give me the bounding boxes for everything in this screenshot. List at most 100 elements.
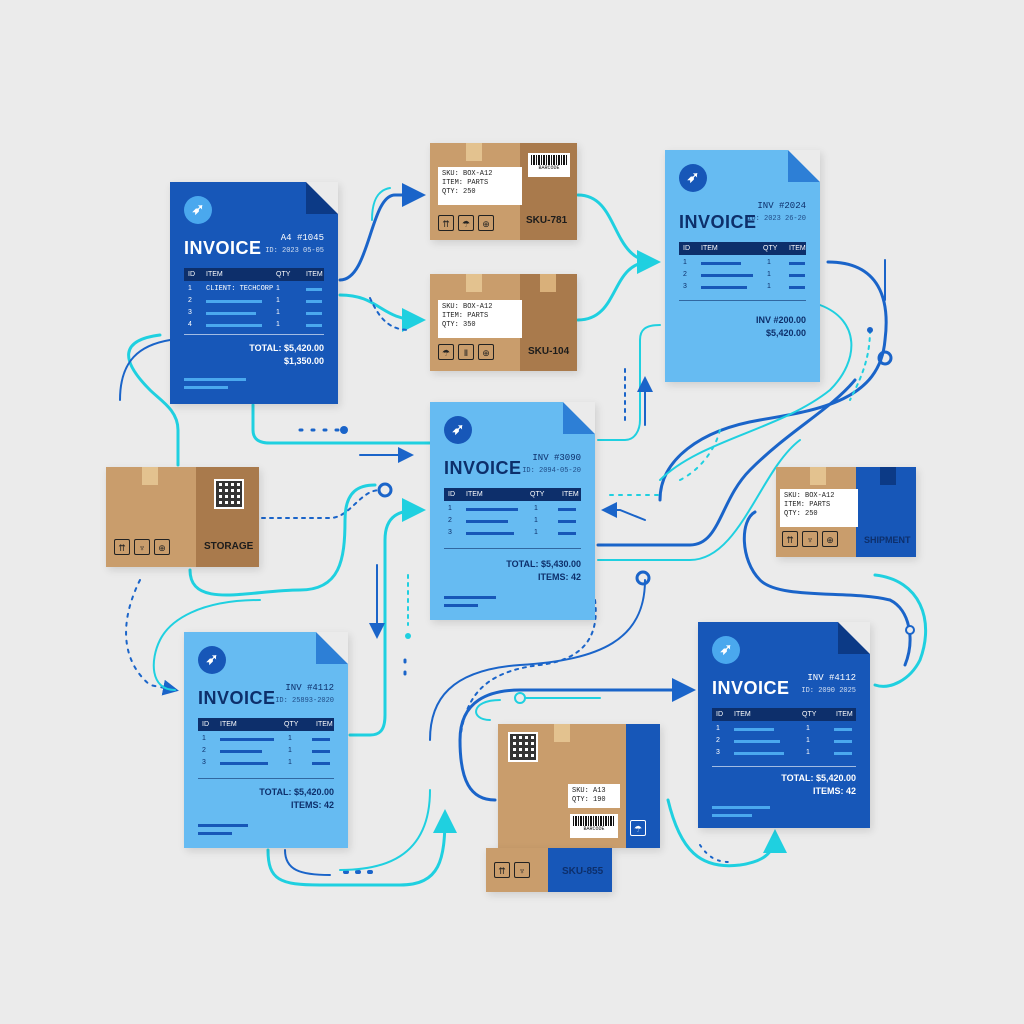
invoice-number: INV #4112 ID: 2090 2025 — [801, 673, 856, 695]
flow-line — [596, 378, 857, 547]
flow-node — [905, 625, 915, 635]
logo-icon: ➶ — [712, 636, 740, 664]
globe-icon: ⊕ — [478, 215, 494, 231]
invoice-totals: TOTAL: $5,420.00 ITEMS: 42 — [259, 787, 334, 810]
invoice-title: INVOICE — [198, 688, 276, 708]
flow-line — [119, 339, 171, 401]
invoice-bottom-right[interactable]: ➶ INVOICE INV #4112 ID: 2090 2025 ID ITE… — [698, 622, 870, 828]
logo-icon: ➶ — [679, 164, 707, 192]
flow-line — [127, 333, 180, 467]
flow-line — [125, 579, 179, 696]
globe-icon: ⊕ — [478, 344, 494, 360]
invoice-center[interactable]: ➶ INVOICE INV #3090 ID: 2094-05-20 ID IT… — [430, 402, 595, 620]
invoice-totals: TOTAL: $5,420.00 $1,350.00 — [249, 343, 324, 366]
invoice-title: INVOICE — [444, 458, 522, 478]
storage-box[interactable]: STORAGE ⇈ ♆ ⊕ — [106, 467, 259, 567]
table-header: ID ITEM QTY ITEM — [712, 708, 856, 721]
barcode: BARCODE — [570, 814, 618, 838]
qr-code — [214, 479, 244, 509]
invoice-number: A4 #1045 ID: 2023 05-05 — [265, 233, 324, 255]
globe-icon: ⊕ — [154, 539, 170, 555]
umbrella-icon: ☂ — [458, 215, 474, 231]
flow-line — [459, 599, 597, 741]
flow-line — [576, 193, 661, 274]
invoice-number: INV #2024 ID: 2023 26-20 — [747, 201, 806, 223]
flow-line — [266, 809, 457, 887]
this-way-up-icon: ⇈ — [782, 531, 798, 547]
flow-line — [339, 789, 431, 871]
fragile-icon: ♆ — [134, 539, 150, 555]
globe-icon: ⊕ — [822, 531, 838, 547]
flow-node — [635, 570, 651, 586]
table-header: ID ITEM QTY ITEM — [184, 268, 324, 281]
flow-node — [405, 633, 411, 639]
invoice-top-left[interactable]: ➶ INVOICE A4 #1045 ID: 2023 05-05 ID ITE… — [170, 182, 338, 404]
flow-node — [377, 482, 393, 498]
logo-icon: ➶ — [444, 416, 472, 444]
invoice-number: INV #4112 ID: 25893-2020 — [275, 683, 334, 705]
umbrella-icon: ☂ — [438, 344, 454, 360]
sku-label: SKU-855 — [562, 866, 604, 877]
flow-node — [877, 350, 893, 366]
barcode: BARCODE — [528, 153, 570, 177]
flow-line — [873, 573, 928, 688]
flow-line — [338, 293, 426, 332]
invoice-totals: INV #200.00 $5,420.00 — [755, 315, 806, 338]
flow-line — [699, 844, 731, 863]
invoice-top-right[interactable]: ➶ INVOICE INV #2024 ID: 2023 26-20 ID IT… — [665, 150, 820, 382]
shipment-label: SHIPMENT — [864, 535, 911, 545]
flow-line — [679, 429, 721, 481]
flow-line — [597, 439, 801, 561]
storage-label: STORAGE — [204, 541, 254, 552]
flow-line — [251, 403, 432, 445]
fragile-icon: Ⅱ — [458, 344, 474, 360]
flow-line — [658, 260, 888, 502]
flow-line — [284, 849, 331, 876]
flow-line — [152, 599, 261, 691]
flow-node — [340, 426, 348, 434]
sku-label: SKU-104 — [528, 346, 570, 357]
fragile-icon: ♆ — [802, 531, 818, 547]
flow-line — [576, 260, 652, 322]
this-way-up-icon: ⇈ — [494, 862, 510, 878]
this-way-up-icon: ⇈ — [438, 215, 454, 231]
table-header: ID ITEM QTY ITEM — [679, 242, 806, 255]
this-way-up-icon: ⇈ — [114, 539, 130, 555]
invoice-bottom-left[interactable]: ➶ INVOICE INV #4112 ID: 25893-2020 ID IT… — [184, 632, 348, 848]
flow-node — [867, 327, 873, 333]
flow-line — [666, 798, 787, 868]
package-box-sku-855-base: ⇈ ♆ SKU-855 — [486, 848, 612, 892]
qr-code — [508, 732, 538, 762]
flow-node — [514, 692, 526, 704]
flow-line — [429, 579, 646, 741]
logo-icon: ➶ — [184, 196, 212, 224]
invoice-number: INV #3090 ID: 2094-05-20 — [522, 453, 581, 475]
flow-line — [371, 187, 391, 221]
flow-line — [348, 498, 426, 737]
flow-line — [369, 297, 411, 331]
flow-line — [261, 489, 381, 519]
